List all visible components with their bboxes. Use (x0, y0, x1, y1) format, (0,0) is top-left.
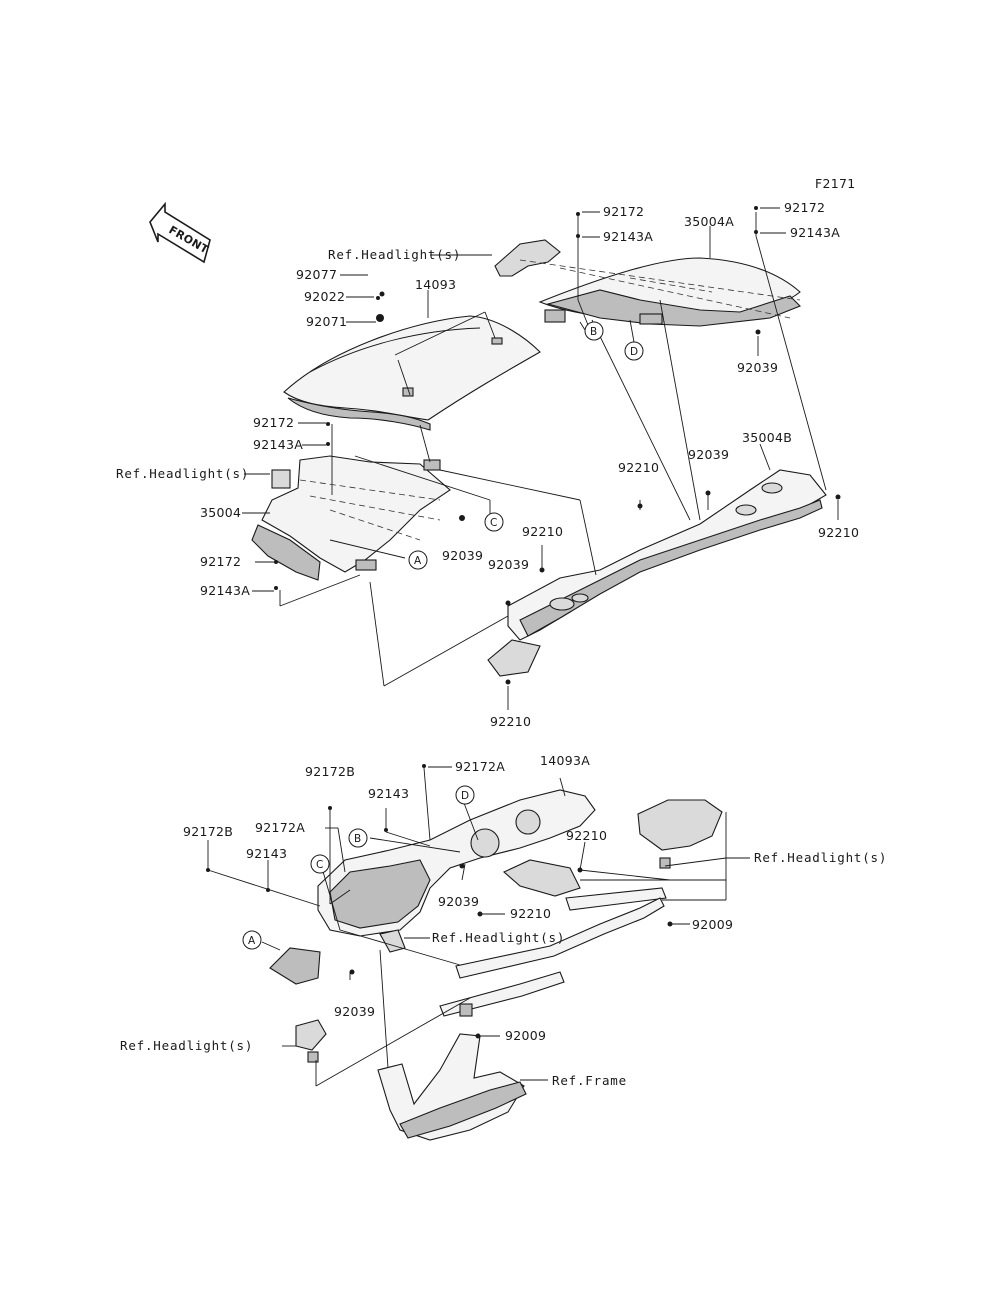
callout-92009-a: 92009 (692, 917, 733, 932)
stay-rail-part (439, 887, 667, 1017)
callout-ref-headlight-1: Ref.Headlight(s) (328, 247, 461, 262)
callout-92210-f: 92210 (510, 906, 551, 921)
callout-92172b-a: 92172B (305, 764, 355, 779)
figure-code: F2171 (815, 176, 856, 191)
callout-92210-a: 92210 (618, 460, 659, 475)
svg-text:B: B (354, 833, 361, 845)
callout-92143-b: 92143 (246, 846, 287, 861)
callout-14093a: 14093A (540, 753, 590, 768)
svg-text:D: D (461, 790, 469, 802)
callout-92077: 92077 (296, 267, 337, 282)
fastener-dots (206, 206, 841, 1039)
callout-92172a-b: 92172A (255, 820, 305, 835)
callout-92172-mid: 92172 (253, 415, 294, 430)
callout-35004b: 35004B (742, 430, 792, 445)
marker-c-bottom: C (310, 854, 330, 874)
callout-92143a-low: 92143A (200, 583, 250, 598)
callout-92172b-b: 92172B (183, 824, 233, 839)
marker-c-top: C (484, 512, 504, 532)
svg-text:B: B (590, 326, 597, 338)
callout-92039-f: 92039 (334, 1004, 375, 1019)
marker-b-top: B (584, 321, 604, 341)
small-callout-leads (242, 207, 786, 592)
front-arrow-icon: FRONT (149, 201, 211, 264)
callout-92210-d: 92210 (490, 714, 531, 729)
cover-35004a-part (538, 257, 801, 327)
callout-ref-headlight-4: Ref.Headlight(s) (432, 930, 565, 945)
callout-35004: 35004 (200, 505, 241, 520)
headlight-bracket-small-part (379, 859, 581, 953)
callout-92009-b: 92009 (505, 1028, 546, 1043)
headlight-bracket-top-part (494, 239, 561, 277)
callout-92039-d: 92039 (488, 557, 529, 572)
marker-b-bottom: B (348, 828, 368, 848)
callout-92039-a: 92039 (737, 360, 778, 375)
marker-a-bottom: A (242, 930, 262, 950)
svg-text:C: C (316, 859, 323, 871)
cover-35004b-part (487, 469, 827, 677)
callout-92143a-top-b: 92143A (790, 225, 840, 240)
callout-92039-c: 92039 (688, 447, 729, 462)
callout-92022: 92022 (304, 289, 345, 304)
cover-14093-part (283, 315, 541, 431)
callout-92143-a: 92143 (368, 786, 409, 801)
svg-text:D: D (630, 346, 638, 358)
svg-text:C: C (490, 517, 497, 529)
callout-92143a-top-a: 92143A (603, 229, 653, 244)
marker-a-top: A (408, 550, 428, 570)
callout-92071: 92071 (306, 314, 347, 329)
marker-d-top: D (624, 341, 644, 361)
callout-92210-c: 92210 (522, 524, 563, 539)
callout-92039-b: 92039 (442, 548, 483, 563)
callout-ref-headlight-5: Ref.Headlight(s) (120, 1038, 253, 1053)
callout-92210-b: 92210 (818, 525, 859, 540)
frame-part (377, 1033, 527, 1141)
cover-35004-part (251, 455, 451, 581)
svg-text:A: A (414, 555, 422, 567)
callout-ref-frame: Ref.Frame (552, 1073, 627, 1088)
callout-ref-headlight-2: Ref.Headlight(s) (116, 466, 249, 481)
headlight-bracket-bottom-part (637, 799, 723, 869)
callout-14093: 14093 (415, 277, 456, 292)
leader-lines (207, 212, 839, 1087)
callout-92172-top-b: 92172 (784, 200, 825, 215)
callout-92172a-a: 92172A (455, 759, 505, 774)
callout-92039-e: 92039 (438, 894, 479, 909)
svg-text:A: A (248, 935, 256, 947)
headlight-bracket-left-part (295, 1019, 327, 1063)
callout-92143a-mid: 92143A (253, 437, 303, 452)
callout-ref-headlight-3: Ref.Headlight(s) (754, 850, 887, 865)
callout-92210-e: 92210 (566, 828, 607, 843)
callout-92172-low: 92172 (200, 554, 241, 569)
callout-92172-top-a: 92172 (603, 204, 644, 219)
marker-d-bottom: D (455, 785, 475, 805)
callout-35004a: 35004A (684, 214, 734, 229)
dashboard-14093a-part (269, 789, 596, 985)
